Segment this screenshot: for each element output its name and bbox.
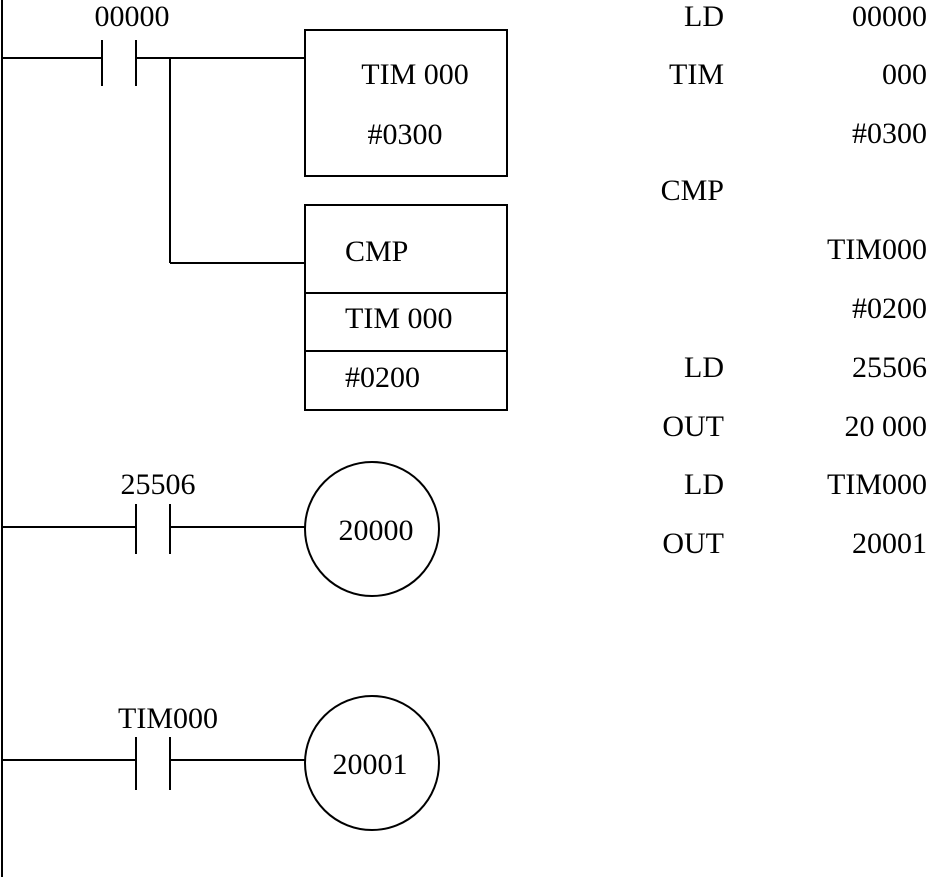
contact-00000 [101, 40, 137, 86]
mnemonic-listing: LD 00000 TIM 000 #0300 CMP TIM000 #0200 … [661, 0, 927, 560]
contact-label-tim000: TIM000 [118, 702, 218, 735]
mnemonic-operand: #0200 [852, 292, 927, 325]
contact-label-25506: 25506 [121, 468, 196, 501]
mnemonic-instr: OUT [662, 527, 724, 560]
mnemonic-row: #0300 [852, 117, 927, 150]
mnemonic-row: OUT 20 000 [662, 410, 927, 443]
cmp-box-line1: CMP [345, 235, 408, 268]
cmp-box-line2: TIM 000 [345, 302, 453, 335]
compare-instruction-box: CMP TIM 000 #0200 [304, 204, 508, 411]
mnemonic-row: #0200 [852, 292, 927, 325]
mnemonic-operand: TIM000 [827, 233, 927, 266]
mnemonic-operand: 20 000 [845, 410, 928, 443]
timer-instruction-box: TIM 000 #0300 [304, 29, 508, 177]
mnemonic-row: TIM 000 [669, 58, 927, 91]
mnemonic-instr: TIM [669, 58, 724, 91]
mnemonic-row: LD TIM000 [684, 468, 927, 501]
mnemonic-operand: 000 [882, 58, 927, 91]
coil-label-20000: 20000 [339, 514, 414, 547]
mnemonic-row: LD 25506 [684, 351, 927, 384]
rung-3: TIM000 20001 [2, 695, 440, 831]
mnemonic-row: OUT 20001 [662, 527, 927, 560]
mnemonic-operand: TIM000 [827, 468, 927, 501]
mnemonic-instr: LD [684, 351, 724, 384]
contact-label-00000: 00000 [95, 0, 170, 33]
mnemonic-row: LD 00000 [684, 0, 927, 33]
mnemonic-instr: CMP [661, 174, 724, 207]
mnemonic-operand: 00000 [852, 0, 927, 33]
contact-25506 [135, 504, 171, 554]
mnemonic-operand: 20001 [852, 527, 927, 560]
coil-20000: 20000 [304, 461, 440, 597]
rung-1: 00000 TIM 000 #0300 CMP TIM 000 #0200 [2, 0, 508, 411]
tim-box-line1: TIM 000 [361, 58, 469, 91]
tim-box-line2: #0300 [368, 118, 443, 151]
contact-tim000 [135, 737, 171, 790]
mnemonic-row: CMP [661, 174, 724, 207]
coil-20001: 20001 [304, 695, 440, 831]
mnemonic-operand: 25506 [852, 351, 927, 384]
coil-label-20001: 20001 [333, 748, 408, 781]
mnemonic-instr: LD [684, 0, 724, 33]
mnemonic-operand: #0300 [852, 117, 927, 150]
mnemonic-instr: LD [684, 468, 724, 501]
mnemonic-instr: OUT [662, 410, 724, 443]
rung-2: 25506 20000 [2, 461, 440, 597]
mnemonic-row: TIM000 [827, 233, 927, 266]
cmp-box-line3: #0200 [345, 361, 420, 394]
